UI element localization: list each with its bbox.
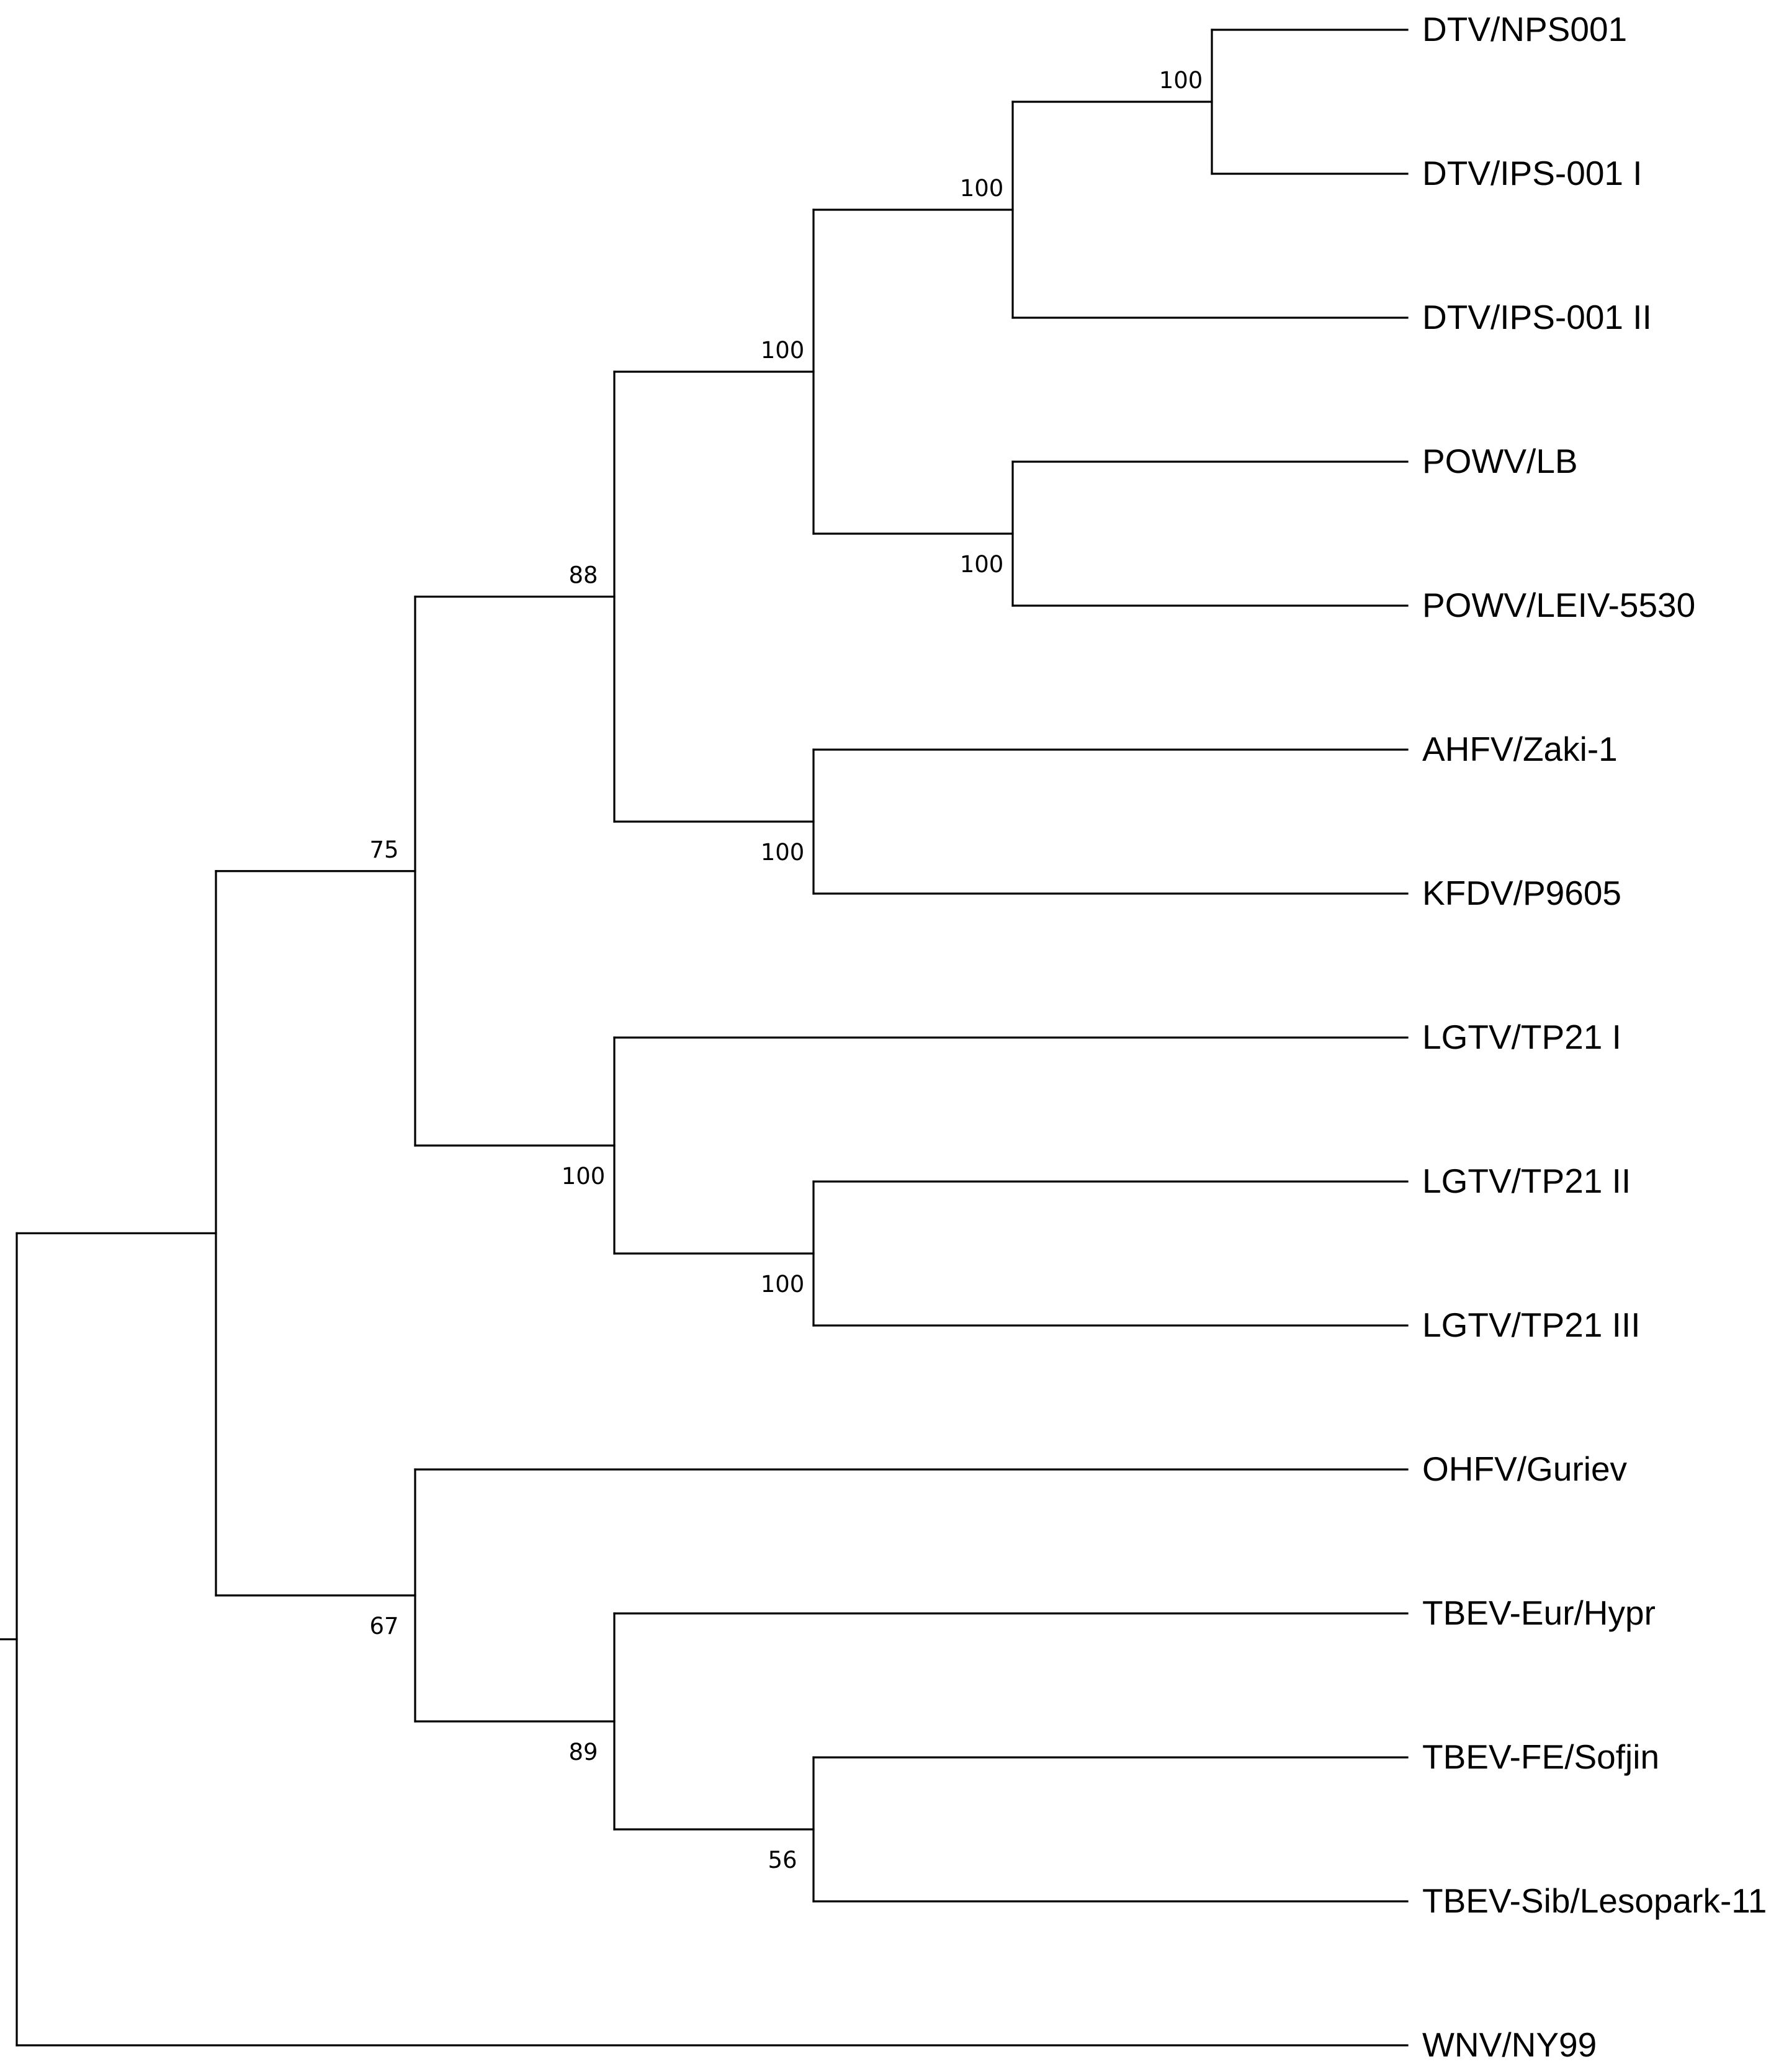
taxon-label: LGTV/TP21 II (1422, 1162, 1631, 1200)
taxon-label: DTV/NPS001 (1422, 10, 1627, 48)
taxon-label: TBEV-FE/Sofjin (1422, 1738, 1659, 1776)
support-value-n5: 100 (761, 839, 805, 866)
tree-branches (0, 29, 1409, 2047)
support-value-n1: 100 (1159, 67, 1203, 94)
taxon-label: DTV/IPS-001 II (1422, 298, 1652, 336)
support-value-n12: 67 (369, 1613, 398, 1639)
support-values: 100 100 100 100 100 88 100 100 75 56 89 67 (369, 67, 1203, 1873)
support-value-n4: 100 (761, 337, 805, 364)
taxon-label: POWV/LEIV-5530 (1422, 586, 1695, 624)
support-value-n10: 56 (768, 1847, 797, 1873)
support-value-n3: 100 (960, 551, 1004, 578)
support-value-n2: 100 (960, 175, 1004, 202)
taxon-label: LGTV/TP21 III (1422, 1306, 1641, 1344)
taxon-label: POWV/LB (1422, 442, 1578, 480)
support-value-n9: 75 (369, 836, 398, 863)
support-value-n6: 88 (568, 562, 598, 589)
taxon-label: AHFV/Zaki-1 (1422, 730, 1618, 768)
support-value-n8: 100 (562, 1163, 606, 1190)
taxon-label: TBEV-Sib/Lesopark-11 (1422, 1881, 1767, 1920)
taxon-label: TBEV-Eur/Hypr (1422, 1594, 1656, 1632)
support-value-n7: 100 (761, 1271, 805, 1298)
taxon-label: DTV/IPS-001 I (1422, 154, 1643, 192)
taxon-label: OHFV/Guriev (1422, 1450, 1628, 1488)
taxon-label: LGTV/TP21 I (1422, 1018, 1621, 1056)
taxon-label: KFDV/P9605 (1422, 874, 1621, 912)
taxon-label: WNV/NY99 (1422, 2025, 1597, 2064)
support-value-n11: 89 (568, 1739, 598, 1765)
